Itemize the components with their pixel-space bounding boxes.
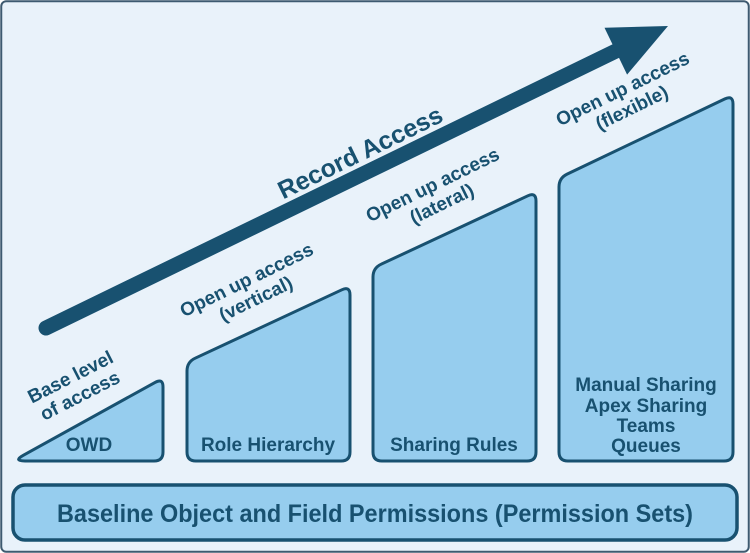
bar-sharing-rules (371, 193, 538, 463)
arrow-shaft (38, 42, 626, 336)
bar-manual-sharing-line2: Apex Sharing (585, 396, 707, 417)
bar-owd (17, 379, 165, 463)
baseline-bar (11, 483, 739, 542)
bar-manual-sharing-line3: Teams (617, 416, 676, 437)
bar-owd-label: OWD (66, 435, 112, 456)
arrow-head-icon (604, 26, 668, 75)
bar-role-hierarchy-label: Role Hierarchy (201, 435, 336, 456)
bar-manual-sharing-line4: Queues (611, 436, 681, 457)
bar-manual-sharing-line1: Manual Sharing (575, 375, 716, 396)
bar-role-hierarchy (185, 287, 352, 463)
baseline-bar-label: Baseline Object and Field Permissions (P… (57, 500, 693, 528)
bar-manual-sharing (557, 96, 735, 463)
bar-sharing-rules-label: Sharing Rules (390, 435, 518, 456)
